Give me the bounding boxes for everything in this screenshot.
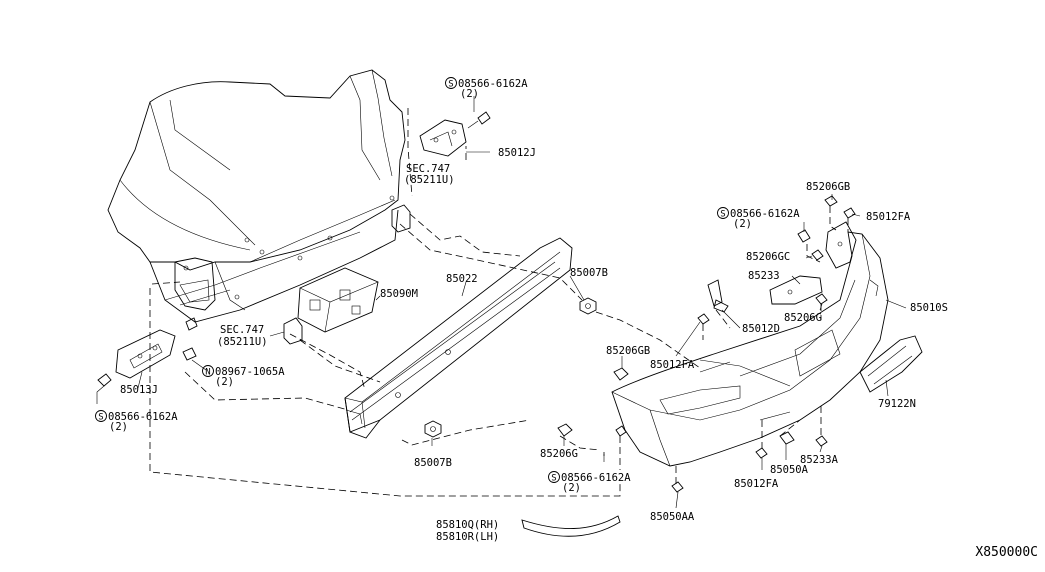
- label-85206GB-top: 85206GB: [806, 181, 850, 193]
- label-08566-topleft: 08566-6162A: [458, 78, 528, 90]
- label-85090M: 85090M: [380, 288, 418, 300]
- assembly-dashed-lines: [149, 108, 849, 497]
- svg-text:S: S: [98, 413, 103, 423]
- label-85206GB-left: 85206GB: [606, 345, 650, 357]
- diagram-id: X850000C: [975, 545, 1038, 560]
- label-85233: 85233: [748, 270, 780, 282]
- clip-08967-1065A: [182, 317, 198, 361]
- bracket-85012D: [707, 279, 729, 313]
- fasteners: [613, 195, 856, 493]
- vehicle-body-rear-panel: [107, 69, 406, 323]
- label-79122N: 79122N: [878, 398, 916, 410]
- molding-85810: [521, 515, 621, 537]
- svg-text:S: S: [551, 474, 556, 484]
- label-85810Q: 85810Q(RH): [436, 519, 499, 531]
- label-08967: 08967-1065A: [215, 366, 285, 378]
- label-85022: 85022: [446, 273, 478, 285]
- label-08967-qty: (2): [215, 376, 234, 388]
- label-85012FA-bottom: 85012FA: [734, 478, 779, 490]
- label-85012FA-mid: 85012FA: [650, 359, 695, 371]
- label-08566-botcenter-qty: (2): [562, 482, 581, 494]
- label-85211U-mid: (85211U): [217, 336, 268, 348]
- nut-85007B-right: [579, 297, 597, 315]
- label-85012J: 85012J: [498, 147, 536, 159]
- label-85012D: 85012D: [742, 323, 780, 335]
- label-08566-topleft-qty: (2): [460, 88, 479, 100]
- label-85050A: 85050A: [770, 464, 809, 476]
- label-85007B-bottom: 85007B: [414, 457, 452, 469]
- label-85007B-right: 85007B: [570, 267, 608, 279]
- bracket-85233: [769, 275, 823, 305]
- label-sec747-top: SEC.747: [406, 163, 450, 175]
- label-08566-botcenter: 08566-6162A: [561, 472, 631, 484]
- label-85206G-center: 85206G: [540, 448, 578, 460]
- screw-marker-botleft: S: [95, 410, 107, 423]
- screw-marker-right: S: [717, 207, 729, 220]
- bumper-fascia-85010S: [611, 231, 889, 467]
- svg-text:S: S: [720, 210, 725, 220]
- label-85012FA-top: 85012FA: [866, 211, 911, 223]
- absorber-85090M: [297, 267, 379, 333]
- bracket-85013J: [97, 329, 176, 387]
- bracket-upper-right: [825, 221, 857, 269]
- label-08566-botleft: 08566-6162A: [108, 411, 178, 423]
- callout-labels: 08566-6162A (2) 85012J SEC.747 (85211U) …: [108, 78, 1038, 560]
- label-08566-right: 08566-6162A: [730, 208, 800, 220]
- svg-text:S: S: [448, 80, 453, 90]
- label-sec747-mid: SEC.747: [220, 324, 264, 336]
- screw-marker-topleft: S: [445, 77, 457, 90]
- label-85810R: 85810R(LH): [436, 531, 499, 543]
- hook-bracket-upper: [391, 204, 411, 233]
- label-08566-botleft-qty: (2): [109, 421, 128, 433]
- label-85233A: 85233A: [800, 454, 839, 466]
- leader-lines: [96, 96, 907, 509]
- hook-bracket-lower: [283, 317, 303, 345]
- label-85206GC: 85206GC: [746, 251, 790, 263]
- label-85211U-top: (85211U): [404, 174, 455, 186]
- label-85010S: 85010S: [910, 302, 948, 314]
- label-85206G-right: 85206G: [784, 312, 822, 324]
- bracket-85012J: [419, 111, 491, 157]
- label-85050AA: 85050AA: [650, 511, 695, 523]
- label-08566-right-qty: (2): [733, 218, 752, 230]
- clip-85206G-center: [557, 423, 573, 437]
- screw-marker-botcenter: S: [548, 471, 560, 484]
- svg-text:N: N: [205, 368, 210, 378]
- shield-79122N: [859, 335, 923, 393]
- nut-85007B-bottom: [424, 420, 442, 438]
- nut-marker-08967: N: [202, 365, 214, 378]
- label-85013J: 85013J: [120, 384, 158, 396]
- reinforcement-85022: [344, 237, 573, 439]
